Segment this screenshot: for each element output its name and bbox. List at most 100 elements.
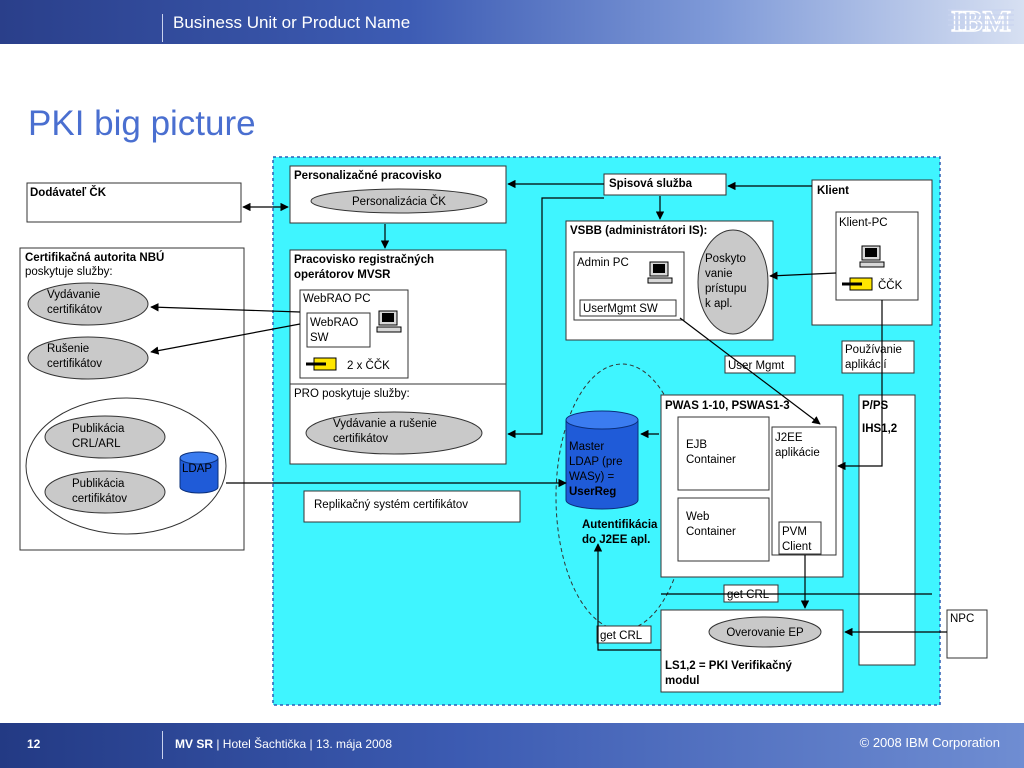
arrow-usermgmt-j2ee <box>679 317 821 425</box>
ca-title: Certifikačná autorita NBÚ <box>25 251 164 264</box>
ejb-line1: EJB <box>686 439 707 451</box>
vydavanie-ellipse <box>27 282 149 326</box>
pro-ellipse-line2: certifikátov <box>333 433 388 445</box>
userreg-label: UserReg <box>569 486 616 498</box>
header-separator <box>162 14 163 42</box>
event-info: MV SR | Hotel Šachtička | 13. mája 2008 <box>175 737 392 751</box>
publ-crl-ellipse <box>44 415 166 459</box>
autentif-line2: do J2EE apl. <box>582 534 650 546</box>
overovanie-label: Overovanie EP <box>726 627 804 639</box>
ls-line1: LS1,2 = PKI Verifikačný <box>665 660 792 672</box>
webrao-sw-box <box>306 312 371 348</box>
web-line1: Web <box>686 511 709 523</box>
ldap-label: LDAP <box>182 463 212 475</box>
arrow-getcrl-masterldap <box>593 543 661 651</box>
cards-2-label: 2 x ČČK <box>347 359 390 372</box>
web-line2: Container <box>686 526 736 538</box>
overovanie-ellipse <box>708 616 822 648</box>
smart-card-icon <box>842 277 873 291</box>
poskytovanie-line1: Poskyto <box>705 253 746 265</box>
pvm-line1: PVM <box>782 526 807 538</box>
ejb-line2: Container <box>686 454 736 466</box>
pouzivanie-line1: Používanie <box>845 344 902 356</box>
webrao-sw-line1: WebRAO <box>310 317 358 329</box>
pps-line1: P/PS <box>862 400 889 412</box>
user-mgmt-label: User Mgmt <box>728 360 785 372</box>
autentif-line1: Autentifikácia <box>582 519 658 531</box>
business-unit-title: Business Unit or Product Name <box>173 13 411 32</box>
master-ldap-line2: LDAP (pre <box>569 456 622 468</box>
publ-cert-line2: certifikátov <box>72 493 127 505</box>
registration-title-2: operátorov MVSR <box>294 269 391 281</box>
usermgmt-sw-label: UserMgmt SW <box>583 303 658 315</box>
vydavanie-line2: certifikátov <box>47 304 102 316</box>
master-ldap-line3: WASy) = <box>569 471 615 483</box>
j2ee-line2: aplikácie <box>775 447 820 459</box>
slide-footer: 12 MV SR | Hotel Šachtička | 13. mája 20… <box>0 723 1024 768</box>
poskytovanie-line4: k apl. <box>705 298 733 310</box>
arrow-webrao-vydavanie <box>150 303 301 313</box>
publ-cert-ellipse <box>44 470 166 514</box>
ejb-container-box <box>677 416 770 491</box>
event-details: | Hotel Šachtička | 13. mája 2008 <box>216 737 393 751</box>
ibm-logo: IBM <box>948 4 1014 37</box>
get-crl-label-2: get CRL <box>600 630 643 642</box>
spisova-label: Spisová služba <box>609 178 693 190</box>
computer-icon <box>376 310 402 333</box>
pouzivanie-box <box>841 340 915 374</box>
personalization-ellipse <box>310 188 488 214</box>
registration-title-1: Pracovisko registračných <box>294 254 434 266</box>
arrow-klient-j2ee <box>837 300 883 471</box>
replication-box <box>303 490 521 523</box>
get-crl-box-2 <box>596 625 652 644</box>
copyright: © 2008 IBM Corporation <box>859 735 1000 750</box>
arrow-webrao-rusenie <box>150 323 301 355</box>
klient-cck-label: ČČK <box>878 279 903 292</box>
dodavatel-box <box>26 182 242 223</box>
pps-line2: IHS1,2 <box>862 423 897 435</box>
poskytovanie-line2: vanie <box>705 268 733 280</box>
pvm-line2: Client <box>782 541 812 553</box>
ls-line2: modul <box>665 675 700 687</box>
webrao-pc-label: WebRAO PC <box>303 293 371 305</box>
personalization-title: Personalizačné pracovisko <box>294 170 442 182</box>
master-ldap-line1: Master <box>569 441 604 453</box>
footer-separator <box>162 731 163 759</box>
poskytovanie-line3: prístupu <box>705 283 747 295</box>
personalization-ellipse-label: Personalizácia ČK <box>352 195 446 208</box>
admin-pc-label: Admin PC <box>577 257 629 269</box>
page-number: 12 <box>27 737 41 751</box>
event-org: MV SR <box>175 737 214 751</box>
pouzivanie-line2: aplikácií <box>845 359 887 371</box>
slide-title: PKI big picture <box>28 104 256 143</box>
publ-cert-line1: Publikácia <box>72 478 125 490</box>
rusenie-ellipse <box>27 336 149 380</box>
pro-title: PRO poskytuje služby: <box>294 388 410 400</box>
master-ldap-cylinder <box>565 410 639 510</box>
npc-label: NPC <box>950 613 974 625</box>
replication-label: Replikačný systém certifikátov <box>314 499 468 511</box>
j2ee-line1: J2EE <box>775 432 803 444</box>
vydavanie-line1: Vydávanie <box>47 289 100 301</box>
web-container-box <box>677 497 770 562</box>
rusenie-line1: Rušenie <box>47 343 89 355</box>
klient-pc-label: Klient-PC <box>839 217 888 229</box>
arrow-klient-poskytovanie <box>769 271 837 280</box>
poskytovanie-ellipse <box>697 229 769 335</box>
publ-crl-line2: CRL/ARL <box>72 438 121 450</box>
dodavatel-label: Dodávateľ ČK <box>30 186 107 199</box>
klient-title: Klient <box>817 185 849 197</box>
ldap-cylinder <box>179 451 219 494</box>
npc-box <box>946 609 988 659</box>
pro-ellipse-line1: Vydávanie a rušenie <box>333 418 437 430</box>
user-mgmt-box <box>724 355 796 374</box>
pps-box <box>858 394 916 666</box>
webrao-sw-line2: SW <box>310 332 329 344</box>
rusenie-line2: certifikátov <box>47 358 102 370</box>
publ-crl-line1: Publikácia <box>72 423 125 435</box>
connectors <box>150 179 947 651</box>
computer-icon <box>859 245 885 268</box>
vsbb-title: VSBB (administrátori IS): <box>570 225 707 237</box>
smart-card-icon <box>306 357 337 371</box>
